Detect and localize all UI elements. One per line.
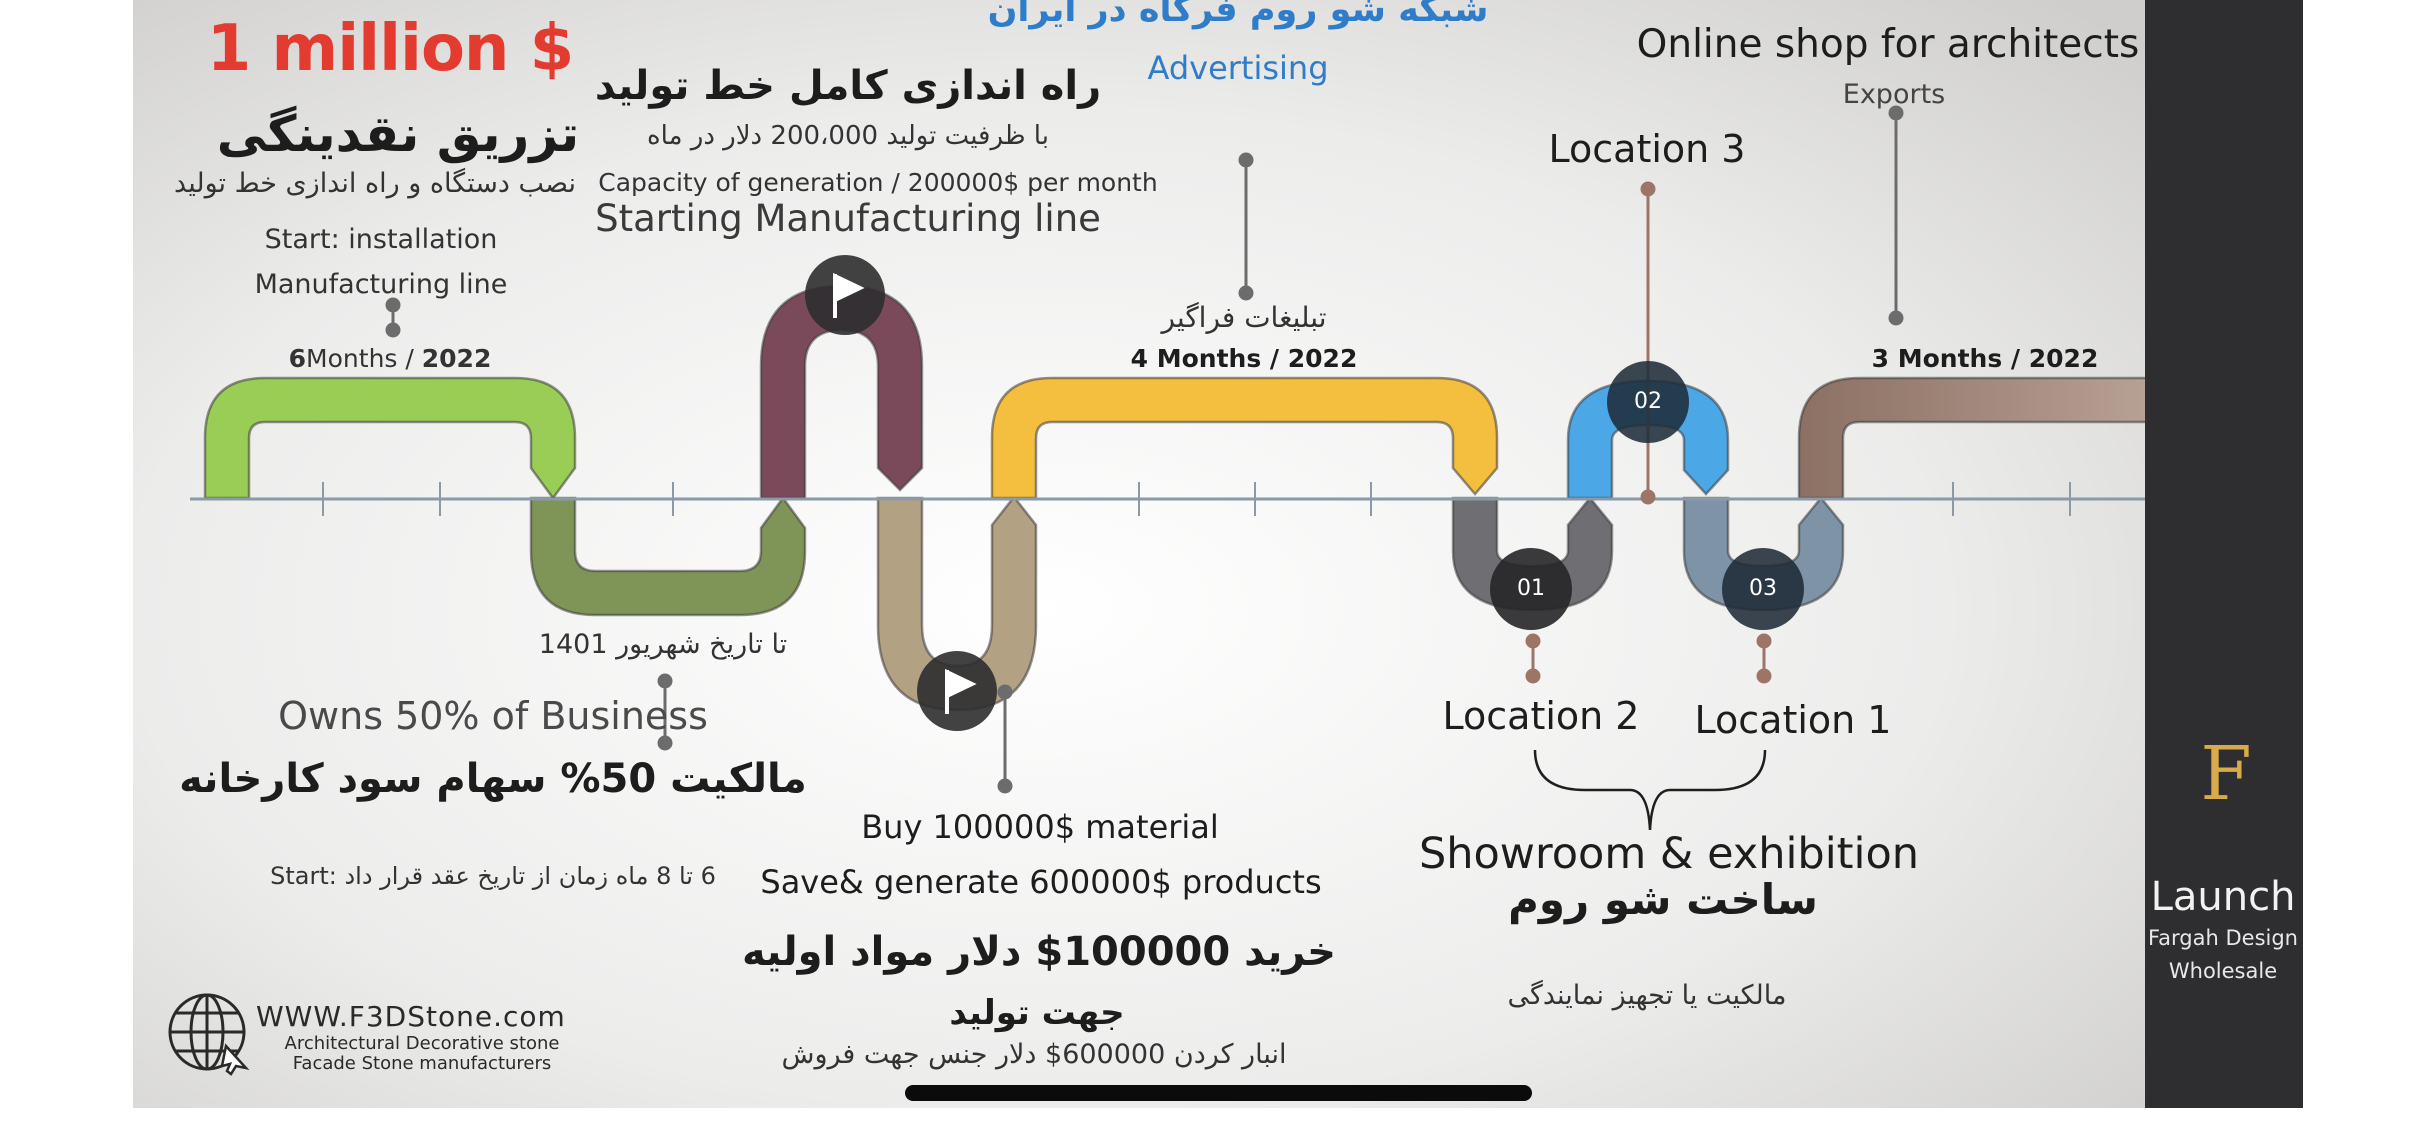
website-url: WWW.F3DStone.com: [256, 1000, 566, 1033]
launch-title: Launch: [2150, 874, 2296, 920]
line-setup-fa: راه اندازی کامل خط تولید: [594, 63, 1102, 109]
starting-manufacturing-line: Starting Manufacturing line: [595, 197, 1101, 240]
for-production-fa: جهت تولید: [949, 993, 1125, 1033]
company-name-1: Fargah Design: [2148, 926, 2298, 950]
stage3-duration: 4 Months / 2022: [1130, 344, 1358, 373]
showroom-fa: ساخت شو روم: [1508, 875, 1818, 924]
leader-pins: [385, 105, 1904, 794]
segment-green: [203, 376, 577, 501]
location1-label: Location 1: [1694, 698, 1892, 742]
save-generate: Save& generate 600000$ products: [760, 863, 1322, 901]
badge-01: 01: [1517, 576, 1545, 601]
tagline-2: Facade Stone manufacturers: [292, 1053, 552, 1074]
until-date-fa: تا تاریخ شهریور 1401: [538, 629, 788, 660]
stage1-duration: 6Months / 2022: [289, 346, 492, 371]
stage1-duration-number: 6: [288, 344, 307, 373]
ownership-equip-fa: مالکیت یا تجهیز نمایندگی: [1507, 980, 1787, 1011]
exports-label: Exports: [1842, 79, 1946, 110]
badge-02: 02: [1634, 389, 1662, 414]
funding-amount: 1 million $: [206, 12, 575, 86]
buy-material: Buy 100000$ material: [861, 808, 1219, 846]
online-shop-title: Online shop for architects: [1636, 22, 2140, 67]
funding-title-fa: تزریق نقدینگی: [216, 105, 580, 163]
segment-plum: [759, 284, 924, 500]
stage1-duration-unit: Months /: [306, 344, 422, 373]
axis-ticks: [322, 482, 2071, 516]
start-manufacturing: Manufacturing line: [254, 269, 508, 300]
location3-label: Location 3: [1548, 127, 1746, 171]
logo-letter: F: [2200, 731, 2252, 817]
installation-fa: نصب دستگاه و راه اندازی خط تولید: [174, 168, 576, 199]
location2-label: Location 2: [1442, 694, 1640, 738]
flag-icon: [945, 668, 977, 714]
stage1-year: 2022: [421, 344, 492, 373]
showroom-network-fa: شبکه شو روم فرگاه در ایران: [987, 0, 1489, 30]
location-brace: [1533, 749, 1767, 831]
capacity-fa: با ظرفیت تولید 200،000 دلار در ماه: [647, 121, 1049, 151]
badge-02-circle: [1607, 361, 1689, 443]
ads-fa: تبلیغات فراگیر: [1161, 301, 1327, 334]
tagline-1: Architectural Decorative stone: [284, 1033, 560, 1054]
flag-icon: [833, 272, 865, 318]
start-contract-fa: 6 تا 8 ماه زمان از تاریخ عقد قرار داد :S…: [270, 862, 716, 890]
launch-side-panel: [2145, 0, 2303, 1108]
flag-marker-2: [917, 651, 997, 731]
showroom-exhibition: Showroom & exhibition: [1418, 829, 1920, 879]
ownership-share-fa: مالکیت 50% سهام سود کارخانه: [179, 756, 807, 802]
globe-icon: [168, 993, 250, 1076]
home-indicator[interactable]: [905, 1085, 1532, 1101]
stage5-duration: 3 Months / 2022: [1871, 344, 2099, 373]
badge-03-circle: [1722, 548, 1804, 630]
badge-03: 03: [1749, 576, 1777, 601]
flag-marker-1: [805, 255, 885, 335]
segment-yellow: [990, 376, 1499, 500]
start-installation: Start: installation: [264, 224, 498, 255]
segment-olive: [529, 495, 807, 617]
owns-business: Owns 50% of Business: [278, 694, 708, 738]
capacity-en: Capacity of generation / 200000$ per mon…: [598, 168, 1158, 197]
buy-material-fa: خرید 100000$ دلار مواد اولیه: [742, 929, 1336, 975]
badge-01-circle: [1490, 548, 1572, 630]
storage-fa: انبار کردن 600000$ دلار جنس جهت فروش: [781, 1039, 1287, 1070]
advertising-label: Advertising: [1147, 49, 1329, 87]
company-name-2: Wholesale: [2168, 959, 2278, 983]
